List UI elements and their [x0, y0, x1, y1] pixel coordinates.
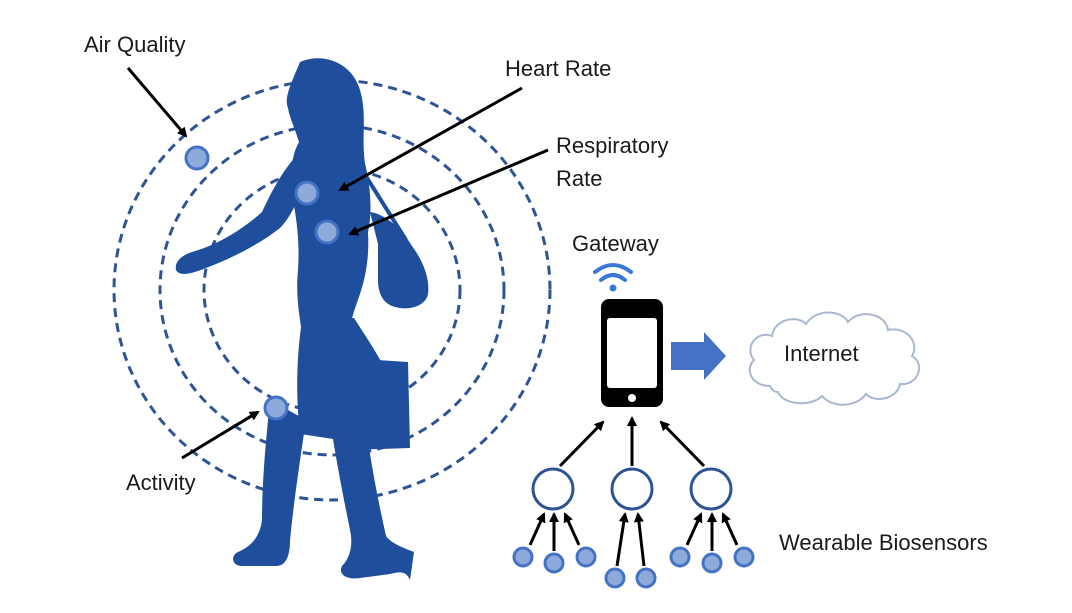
handbag-strap: [360, 168, 408, 242]
sensor-heart-rate: [294, 180, 320, 206]
leaf-sensors: [512, 546, 755, 589]
heart-rate-label: Heart Rate: [505, 56, 612, 81]
silhouette-arm: [175, 152, 306, 274]
respiratory-rate-label-line2: Rate: [556, 166, 603, 191]
sensor-air-quality: [184, 145, 210, 171]
silhouette-front-leg: [330, 420, 414, 580]
gateway-label: Gateway: [572, 231, 659, 256]
internet-label: Internet: [784, 341, 859, 366]
sensor-activity: [263, 395, 289, 421]
arrow-air-quality: [126, 67, 188, 138]
arrow-to-internet: [671, 332, 726, 380]
cloud-icon: [748, 311, 921, 406]
silhouette-handbag: [370, 212, 429, 309]
middle-ring: [158, 123, 506, 457]
air-quality-label: Air Quality: [84, 32, 186, 57]
wifi-icon: [593, 263, 633, 292]
wearable-biosensors-label: Wearable Biosensors: [779, 530, 988, 555]
hub-left: [531, 467, 575, 511]
woman-silhouette: [175, 58, 429, 580]
arrow-respiratory: [348, 148, 549, 236]
respiratory-rate-label-line1: Respiratory: [556, 133, 669, 158]
silhouette-back-leg: [233, 400, 306, 566]
arrow-activity: [181, 410, 260, 460]
hub-arrows: [558, 416, 706, 468]
hub-right: [689, 467, 733, 511]
sensor-respiratory: [314, 219, 340, 245]
biosensor-hubs: [531, 467, 733, 511]
hub-center: [610, 467, 654, 511]
activity-label: Activity: [126, 470, 196, 495]
leaf-arrows: [528, 512, 739, 567]
label-arrows: [126, 67, 549, 460]
arrow-heart-rate: [338, 86, 523, 192]
body-sensors: [184, 145, 340, 421]
smartphone-icon: [601, 299, 663, 407]
